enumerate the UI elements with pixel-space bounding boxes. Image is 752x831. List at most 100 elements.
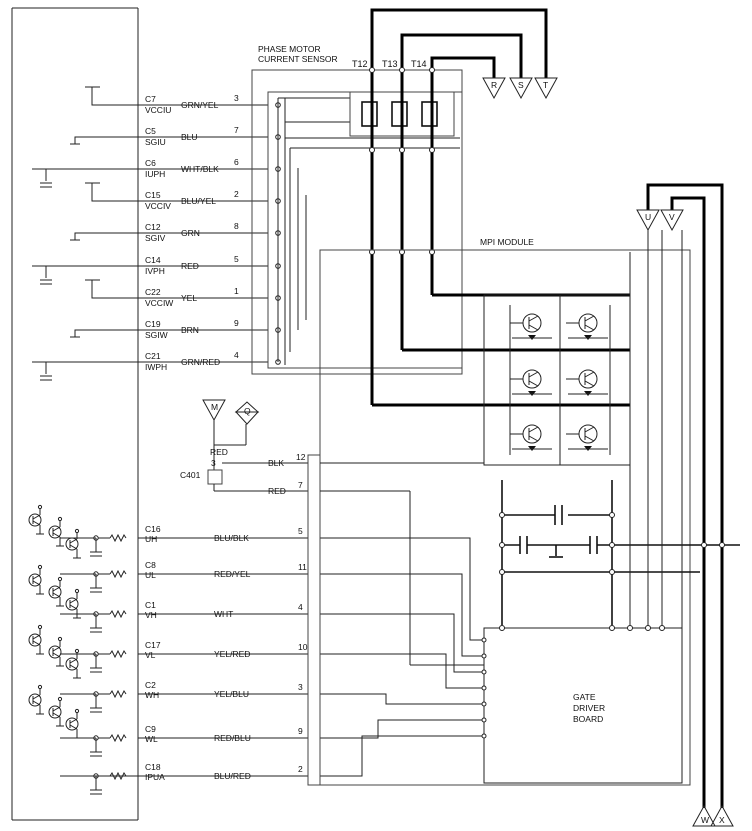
igbt-transistor bbox=[510, 369, 552, 396]
gate-wire-color: WHT bbox=[214, 609, 233, 619]
terminal-x-label: X bbox=[719, 815, 725, 825]
gate-wire-num: 9 bbox=[298, 726, 303, 736]
terminal-m: M bbox=[202, 399, 226, 422]
gate-wire-num: 11 bbox=[298, 562, 307, 572]
terminal-t-label: T bbox=[543, 80, 548, 90]
t14-label: T14 bbox=[411, 59, 427, 69]
driver-transistor bbox=[28, 564, 44, 595]
terminal-s-label: S bbox=[518, 80, 524, 90]
gate-signal-label: UH bbox=[145, 534, 157, 544]
phase-motor-current-sensor: PHASE MOTOR CURRENT SENSOR bbox=[251, 44, 463, 375]
gate-pin-label: C16 bbox=[145, 524, 161, 534]
gate-signal-label: VL bbox=[145, 650, 156, 660]
pin3-label: 3 bbox=[211, 458, 216, 468]
gate-pin-label: C1 bbox=[145, 600, 156, 610]
terminal-t: T bbox=[534, 77, 558, 100]
sensor-wire-num: 9 bbox=[234, 318, 239, 328]
terminal-s: S bbox=[509, 77, 533, 100]
gate-pin-label: C18 bbox=[145, 762, 161, 772]
igbt-transistor bbox=[566, 369, 608, 396]
igbt-transistor bbox=[510, 313, 552, 340]
t13-label: T13 bbox=[382, 59, 398, 69]
gate-wire-num: 2 bbox=[298, 764, 303, 774]
sensor-pin-label: C14 bbox=[145, 255, 161, 265]
gate-pin-label: C8 bbox=[145, 560, 156, 570]
gate-wire-color: RED/YEL bbox=[214, 569, 251, 579]
sensor-pin-label: C6 bbox=[145, 158, 156, 168]
terminal-q-label: Q bbox=[244, 406, 251, 416]
terminal-m-label: M bbox=[211, 402, 218, 412]
sensor-signal-label: VCCIV bbox=[145, 201, 171, 211]
sensor-wire-color: BRN bbox=[181, 325, 199, 335]
sensor-pin-label: C12 bbox=[145, 222, 161, 232]
gate-wire-color: BLU/BLK bbox=[214, 533, 249, 543]
sensor-pin-label: C19 bbox=[145, 319, 161, 329]
igbt-bridge bbox=[483, 294, 631, 466]
terminal-w: W bbox=[692, 804, 716, 827]
c401-wire-1-num: 12 bbox=[296, 452, 306, 462]
driver-transistor bbox=[48, 516, 64, 547]
sensor-wire-color: GRN/YEL bbox=[181, 100, 219, 110]
terminal-v-label: V bbox=[669, 212, 675, 222]
sensor-wire-num: 3 bbox=[234, 93, 239, 103]
gate-wire-num: 3 bbox=[298, 682, 303, 692]
driver-transistor bbox=[65, 528, 81, 559]
c401-connector: RED 3 C401 BLK 12 RED 7 bbox=[180, 420, 484, 786]
gate-wire-color: BLU/RED bbox=[214, 771, 251, 781]
sensor-wire-color: WHT/BLK bbox=[181, 164, 219, 174]
sensor-pin-label: C7 bbox=[145, 94, 156, 104]
terminal-u-label: U bbox=[645, 212, 651, 222]
gate-wire-color: YEL/RED bbox=[214, 649, 250, 659]
driver-transistor bbox=[48, 696, 64, 727]
igbt-transistor bbox=[566, 313, 608, 340]
sensor-signal-label: IUPH bbox=[145, 169, 165, 179]
sensor-pin-label: C22 bbox=[145, 287, 161, 297]
gate-wire-num: 4 bbox=[298, 602, 303, 612]
sensor-wire-num: 2 bbox=[234, 189, 239, 199]
gate-signal-label: IPUA bbox=[145, 772, 165, 782]
gate-signal-label: UL bbox=[145, 570, 156, 580]
sensor-wire-num: 5 bbox=[234, 254, 239, 264]
gate-label-2: DRIVER bbox=[573, 703, 605, 713]
sensor-signal-label: SGIV bbox=[145, 233, 166, 243]
sensor-pin-label: C15 bbox=[145, 190, 161, 200]
gate-pin-label: C9 bbox=[145, 724, 156, 734]
sensor-wire-color: BLU bbox=[181, 132, 198, 142]
gate-signal-label: VH bbox=[145, 610, 157, 620]
terminal-r-label: R bbox=[491, 80, 497, 90]
sensor-wire-color: YEL bbox=[181, 293, 197, 303]
gate-signal-label: WH bbox=[145, 690, 159, 700]
driver-transistor bbox=[28, 504, 44, 535]
terminal-v: V bbox=[660, 209, 684, 232]
dc-bus-capacitors bbox=[499, 230, 740, 628]
sensor-wire-num: 4 bbox=[234, 350, 239, 360]
sensor-signal-label: VCCIU bbox=[145, 105, 171, 115]
gate-label-1: GATE bbox=[573, 692, 596, 702]
sensor-wire-color: BLU/YEL bbox=[181, 196, 216, 206]
sensor-wire-num: 8 bbox=[234, 221, 239, 231]
gate-driver-board: GATE DRIVER BOARD bbox=[483, 625, 683, 784]
sensor-title-2: CURRENT SENSOR bbox=[258, 54, 338, 64]
mpi-module-label: MPI MODULE bbox=[480, 237, 534, 247]
sensor-signal-label: VCCIW bbox=[145, 298, 173, 308]
gate-label-3: BOARD bbox=[573, 714, 603, 724]
sensor-signal-label: IWPH bbox=[145, 362, 167, 372]
sensor-wire-color: GRN/RED bbox=[181, 357, 220, 367]
terminal-q: Q bbox=[234, 401, 260, 425]
terminal-w-label: W bbox=[701, 815, 709, 825]
